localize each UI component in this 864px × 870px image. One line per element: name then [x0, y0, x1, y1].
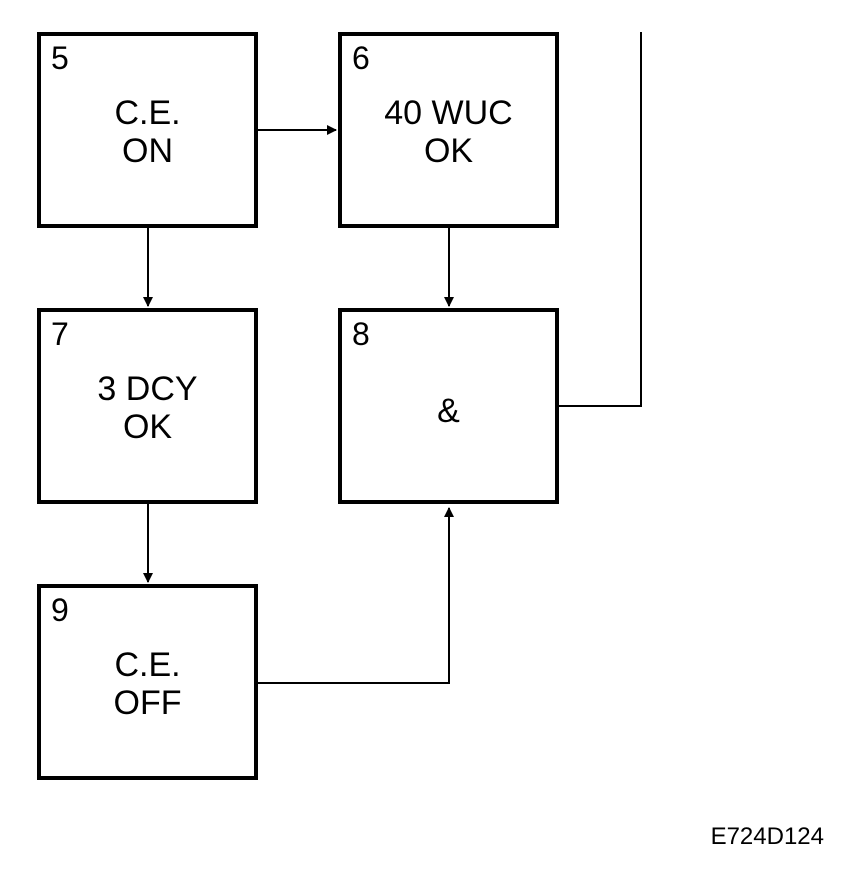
step-number: 7: [51, 316, 69, 352]
step-label-line1: 3 DCY: [97, 370, 198, 408]
step-number: 6: [352, 40, 370, 76]
step-box-6: 6 40 WUC OK: [338, 32, 559, 228]
step-label-line2: OFF: [113, 684, 182, 722]
step-label-line1: C.E.: [114, 646, 181, 684]
line-8-output: [558, 32, 642, 407]
step-box-5: 5 C.E. ON: [37, 32, 258, 228]
arrow-9-to-8: [258, 507, 454, 684]
step-number: 8: [352, 316, 370, 352]
step-label-line2: OK: [122, 408, 173, 446]
step-label-line2: ON: [122, 132, 173, 170]
step-label-line1: C.E.: [114, 94, 181, 132]
step-label-line2: OK: [423, 132, 474, 170]
step-label-line1: 40 WUC: [384, 94, 513, 132]
and-gate-symbol: &: [437, 392, 460, 430]
step-box-8: 8 &: [338, 308, 559, 504]
step-box-9: 9 C.E. OFF: [37, 584, 258, 780]
figure-id: E724D124: [710, 823, 824, 850]
step-number: 9: [51, 592, 69, 628]
step-box-7: 7 3 DCY OK: [37, 308, 258, 504]
step-number: 5: [51, 40, 69, 76]
